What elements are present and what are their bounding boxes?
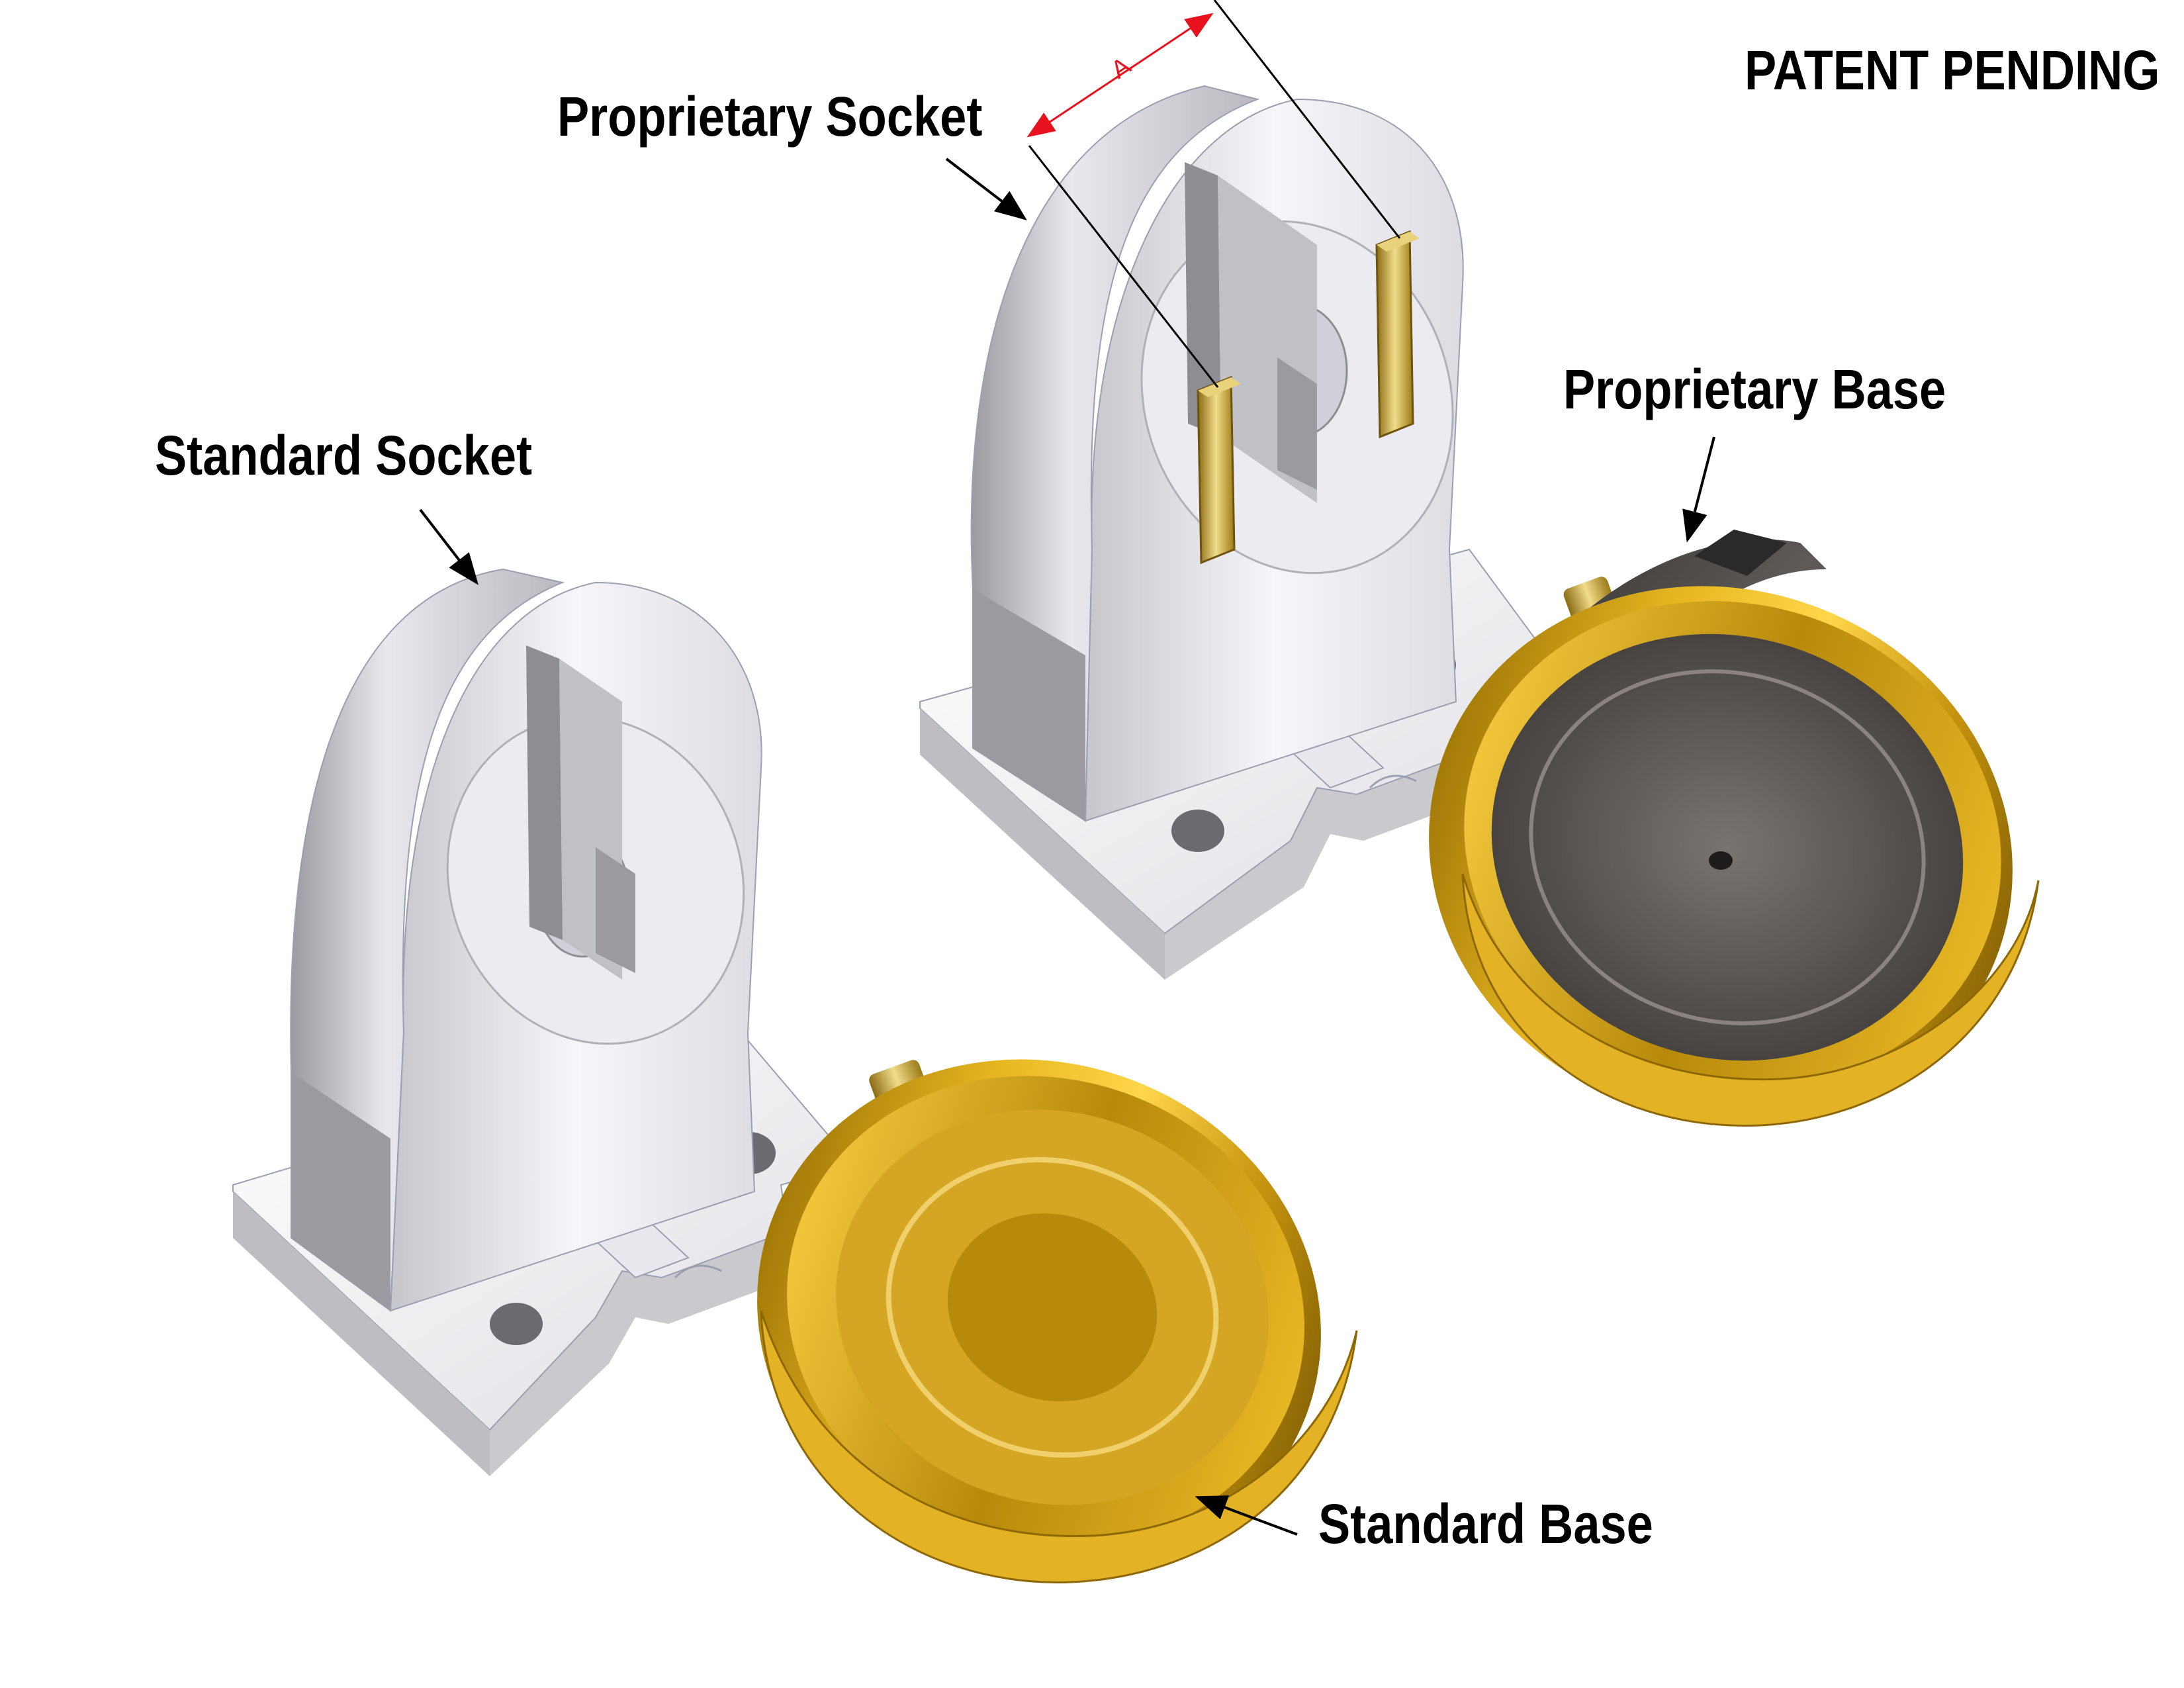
proprietary-socket-lamp-slot [1185, 162, 1317, 503]
standard-socket-label: Standard Socket [155, 424, 533, 487]
standard-base-label: Standard Base [1318, 1493, 1653, 1555]
standard-base-leader-arrow [1195, 1495, 1298, 1536]
standard-socket-leader-arrow [419, 508, 478, 585]
proprietary-socket-mount-hole [1171, 810, 1224, 852]
standard-base [757, 1059, 1358, 1583]
proprietary-base-label: Proprietary Base [1563, 358, 1946, 420]
standard-socket-lamp-slot [526, 645, 635, 980]
standard-socket [232, 568, 855, 1476]
proprietary-socket-label: Proprietary Socket [557, 85, 983, 148]
proprietary-base-leader-arrow [1682, 436, 1715, 543]
proprietary-base-face [1491, 633, 1964, 1061]
proprietary-base-center-hole [1709, 851, 1733, 870]
proprietary-socket-contact-left [1197, 375, 1241, 565]
patent-pending-notice: PATENT PENDING [1745, 39, 2160, 101]
standard-socket-mount-hole [490, 1303, 543, 1345]
proprietary-base [1429, 530, 2040, 1127]
proprietary-socket: A [919, 0, 1563, 980]
proprietary-socket-leader-arrow [945, 158, 1027, 220]
